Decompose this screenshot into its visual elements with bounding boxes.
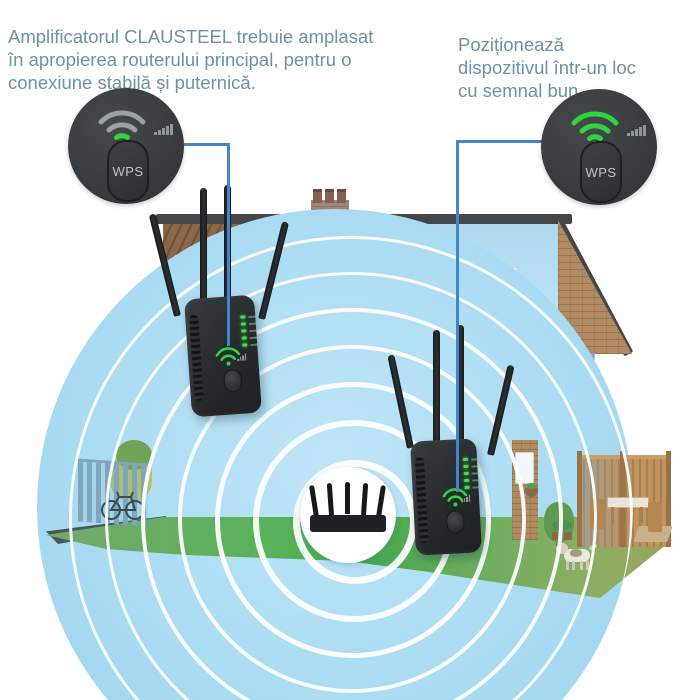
router-badge [300,467,396,563]
router-antenna [345,482,350,514]
router-antenna [309,485,319,518]
dog [556,541,598,571]
leader-line-left [227,143,230,346]
garden-chair [648,502,662,532]
router-antenna [376,485,386,518]
signal-bars-icon [154,124,173,135]
leader-line-right [456,140,542,143]
caption-right-line: dispozitivul într-un loc [458,56,636,78]
hanging-basket [525,483,538,497]
device-panel-badge-right: WPS [541,89,657,205]
garden-table [607,497,649,523]
garden-chair [590,499,604,529]
leader-line-left [184,143,230,146]
wifi-router [310,515,386,532]
antenna [433,330,440,442]
repeater-body [183,294,263,418]
caption-left: Amplificatorul CLAUSTEEL trebuie amplasa… [8,25,468,94]
wps-button [222,368,243,393]
leader-line-right [456,140,459,492]
antenna [200,188,207,303]
wps-button [445,510,465,535]
device-panel-badge-left: WPS [68,88,184,204]
vent-slots [414,457,429,544]
antenna [258,221,290,320]
caption-left-line: în apropierea routerului principal, pent… [8,48,352,70]
plant-pots [552,520,574,540]
caption-left-line: conexiune stabilă și puternică. [8,71,256,93]
bicycle [101,491,145,520]
signal-bars-icon [627,125,646,136]
wifi-repeater-left [148,185,290,425]
router-antenna [326,482,334,516]
signal-bars-icon [237,353,247,361]
vent-slots [189,314,205,402]
caption-right-line: Poziționează [458,33,564,55]
router-antenna [361,482,369,516]
signal-bars-icon [461,494,471,502]
caption-right: Poziționează dispozitivul într-un loc cu… [458,33,700,102]
wifi-repeater-right [387,325,515,560]
repeater-body [410,438,482,556]
wps-button: WPS [107,140,149,202]
wall-unit [515,452,534,484]
caption-left-line: Amplificatorul CLAUSTEEL trebuie amplasa… [8,25,374,47]
caption-right-line: cu semnal bun. [458,79,584,101]
wps-button: WPS [580,141,622,203]
